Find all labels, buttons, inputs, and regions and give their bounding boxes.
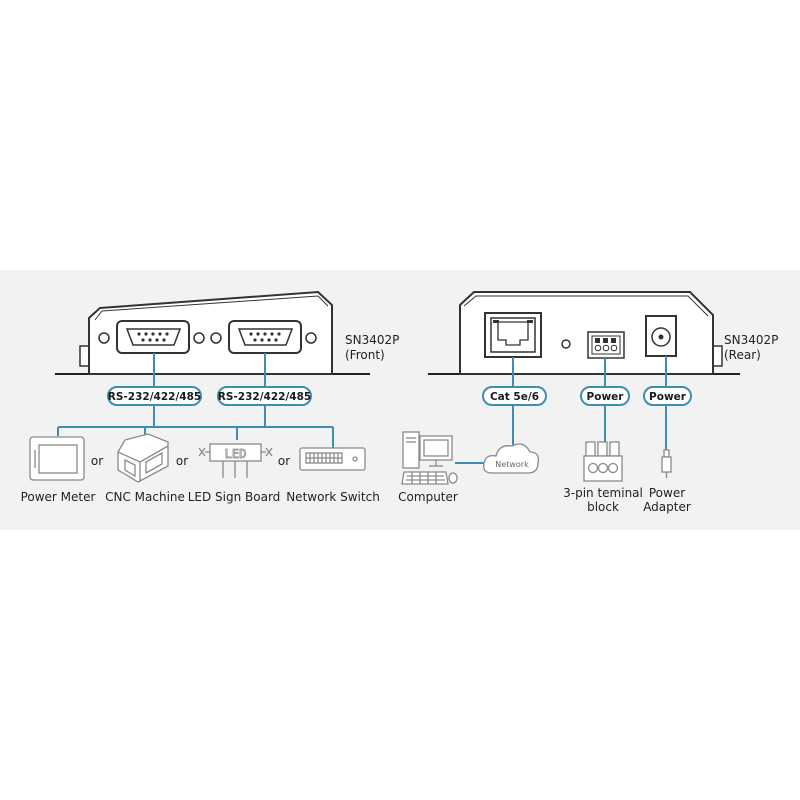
power-meter-label: Power Meter [21, 490, 96, 504]
computer-icon [401, 431, 458, 485]
network-cloud-icon: Network [483, 443, 539, 474]
power-adapter-label-line1: Power [649, 486, 685, 500]
power-adapter-label-line2: Adapter [643, 500, 691, 514]
rear-model-label: SN3402P [724, 333, 778, 347]
rs232-badge-right-text: RS-232/422/485 [218, 391, 311, 403]
computer-label: Computer [398, 490, 458, 504]
front-model-label: SN3402P [345, 333, 399, 347]
or-label-2: or [176, 454, 188, 468]
terminal-block-label-line1: 3-pin teminal [563, 486, 643, 500]
or-label-1: or [91, 454, 103, 468]
rs232-port-right-icon [228, 320, 302, 354]
network-switch-icon [299, 447, 366, 471]
rs232-badge-left: RS-232/422/485 [107, 386, 202, 406]
power-badge-terminal: Power [580, 386, 630, 406]
led-sign-board-label: LED Sign Board [188, 490, 281, 504]
terminal-block-label-line2: block [587, 500, 619, 514]
power-badge-adapter-text: Power [649, 391, 687, 403]
cat5e-badge: Cat 5e/6 [482, 386, 547, 406]
power-badge-adapter: Power [643, 386, 692, 406]
power-meter-icon [29, 436, 85, 481]
led-sign-board-icon: LED [198, 443, 273, 478]
rj45-port-icon [484, 312, 542, 358]
rs232-badge-right: RS-232/422/485 [217, 386, 312, 406]
power-badge-terminal-text: Power [587, 391, 625, 403]
network-cloud-text: Network [495, 460, 529, 469]
cnc-machine-label: CNC Machine [105, 490, 185, 504]
front-view-label: (Front) [345, 348, 385, 362]
dc-power-jack-icon [645, 315, 677, 357]
power-adapter-icon [661, 449, 672, 478]
rs232-badge-left-text: RS-232/422/485 [108, 391, 201, 403]
led-text: LED [225, 447, 247, 461]
cat5e-badge-text: Cat 5e/6 [490, 391, 539, 403]
or-label-3: or [278, 454, 290, 468]
rs232-port-left-icon [116, 320, 190, 354]
rear-view-label: (Rear) [724, 348, 761, 362]
network-switch-label: Network Switch [286, 490, 380, 504]
terminal-block-port-icon [587, 331, 625, 359]
front-device [55, 290, 370, 375]
terminal-block-icon [583, 441, 623, 482]
cnc-machine-icon [117, 433, 169, 483]
rear-device [428, 291, 740, 375]
